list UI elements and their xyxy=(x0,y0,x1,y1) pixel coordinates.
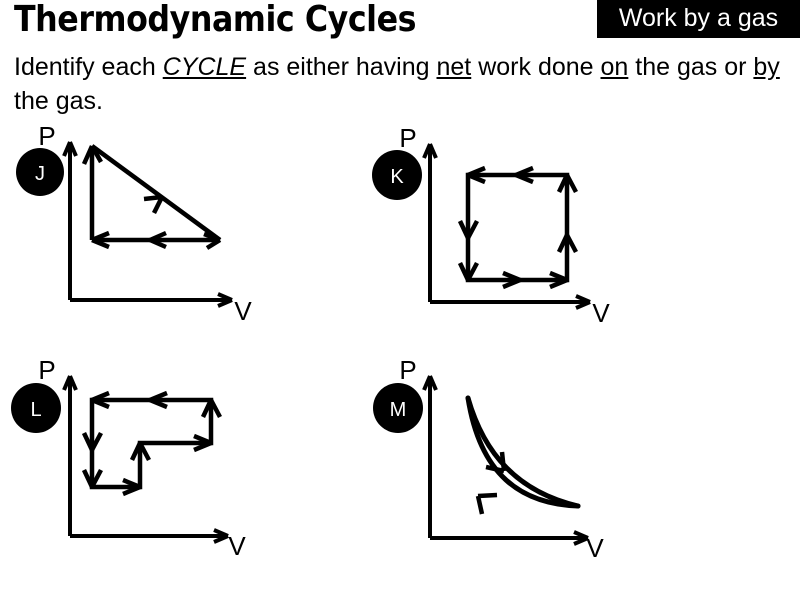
emphasis-net: net xyxy=(436,53,472,81)
diagram-l-badge-letter: L xyxy=(30,399,41,421)
corner-banner: Work by a gas xyxy=(597,0,800,38)
diagram-j-axes xyxy=(62,141,233,308)
diagram-j-badge xyxy=(16,148,64,196)
page-title: Thermodynamic Cycles xyxy=(14,0,417,40)
diagram-k-badge xyxy=(372,150,422,200)
emphasis-on: on xyxy=(600,53,629,81)
diagram-j-cycle-path xyxy=(81,144,222,250)
diagram-l-y-axis-label: P xyxy=(38,355,55,385)
instructions-part4: the gas or xyxy=(628,53,754,81)
diagram-k-x-axis-label: V xyxy=(592,298,610,328)
diagram-l-x-axis-label: V xyxy=(228,531,246,561)
diagram-k-badge-letter: K xyxy=(390,166,404,188)
instructions-part1: Identify each xyxy=(14,53,163,81)
emphasis-by: by xyxy=(753,53,780,81)
diagram-k-axes xyxy=(422,143,591,310)
diagram-l-cycle-path xyxy=(81,390,222,497)
diagram-k: K P V xyxy=(350,120,650,350)
diagram-m: M P V xyxy=(350,350,650,580)
diagram-j: J P V xyxy=(0,120,300,350)
diagram-m-x-axis-label: V xyxy=(586,533,604,563)
corner-banner-label: Work by a gas xyxy=(618,4,779,32)
diagram-m-badge-letter: M xyxy=(390,399,407,421)
diagram-k-y-axis-label: P xyxy=(399,123,416,153)
diagram-m-cycle-path xyxy=(465,395,581,515)
diagram-l-axes xyxy=(62,375,229,544)
diagram-j-badge-letter: J xyxy=(35,163,45,185)
diagram-l: L P V xyxy=(0,350,300,580)
diagram-m-axes xyxy=(422,375,589,546)
diagram-m-badge xyxy=(373,383,423,433)
diagram-j-y-axis-label: P xyxy=(38,121,55,151)
diagram-k-cycle-path xyxy=(457,165,578,290)
diagram-m-y-axis-label: P xyxy=(399,355,416,385)
instructions-part5: the gas. xyxy=(14,87,103,115)
diagram-j-x-axis-label: V xyxy=(234,296,252,326)
instructions-text: Identify each CYCLE as either having net… xyxy=(14,50,794,118)
instructions-part3: work done xyxy=(471,53,601,81)
instructions-part2: as either having xyxy=(246,53,437,81)
diagram-l-badge xyxy=(11,383,61,433)
emphasis-cycle: CYCLE xyxy=(162,53,247,81)
